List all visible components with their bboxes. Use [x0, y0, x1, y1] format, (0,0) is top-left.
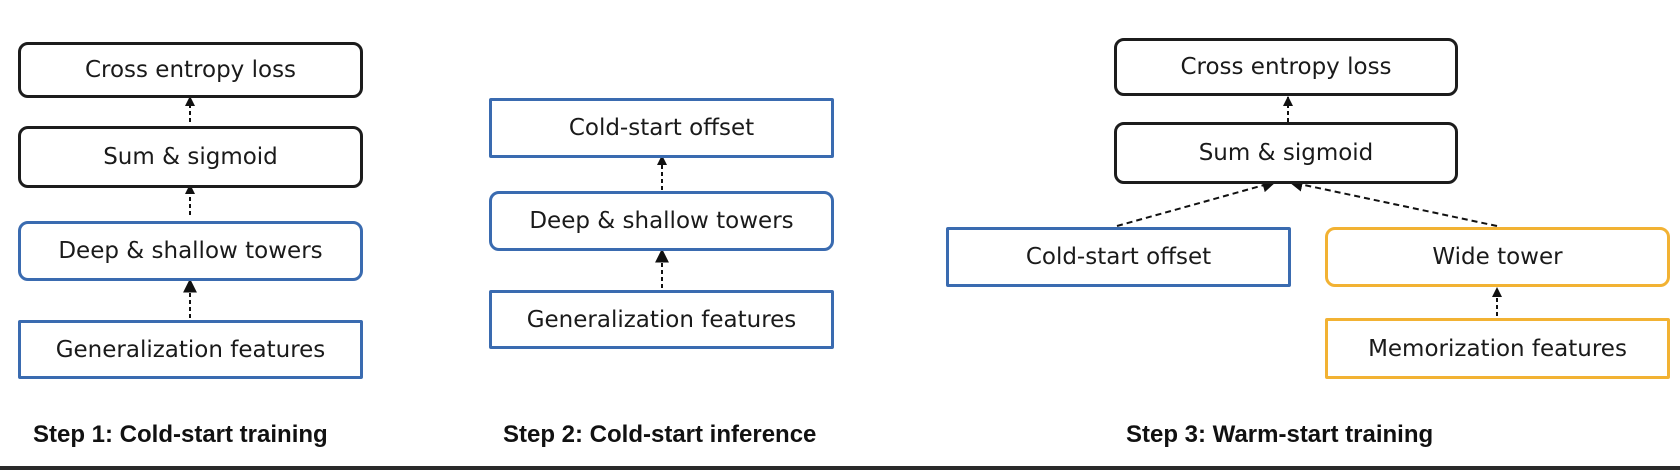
s2-cold-start-offset-node: Cold-start offset: [489, 98, 834, 158]
step3-caption: Step 3: Warm-start training: [1126, 421, 1434, 448]
s3-cross-entropy-loss-node: Cross entropy loss: [1114, 38, 1458, 96]
step1-caption: Step 1: Cold-start training: [33, 421, 328, 448]
s2-deep-shallow-towers-node: Deep & shallow towers: [489, 191, 834, 251]
arrow-s3-wide-to-sum: [1288, 177, 1498, 227]
s1-sum-sigmoid-node: Sum & sigmoid: [18, 126, 363, 188]
s1-deep-shallow-towers-node: Deep & shallow towers: [18, 221, 363, 281]
s3-memorization-features-node: Memorization features: [1325, 318, 1670, 379]
s3-cold-start-offset-node: Cold-start offset: [946, 227, 1291, 287]
s2-generalization-features-node: Generalization features: [489, 290, 834, 349]
s1-cross-entropy-loss-node: Cross entropy loss: [18, 42, 363, 98]
s3-sum-sigmoid-node: Sum & sigmoid: [1114, 122, 1458, 184]
s3-wide-tower-node: Wide tower: [1325, 227, 1670, 287]
bottom-divider: [0, 466, 1680, 470]
arrow-s3-offset-to-sum: [1116, 178, 1277, 227]
s1-generalization-features-node: Generalization features: [18, 320, 363, 379]
step2-caption: Step 2: Cold-start inference: [503, 421, 817, 448]
